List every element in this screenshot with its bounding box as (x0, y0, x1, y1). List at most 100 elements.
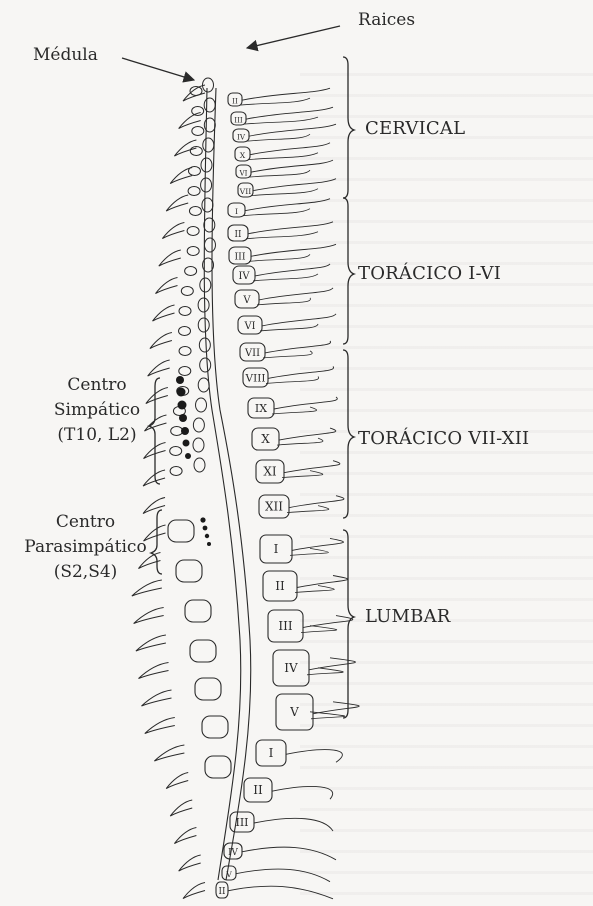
nerve-root (286, 750, 342, 763)
disc-oval (198, 378, 209, 392)
medula-arrow (122, 58, 194, 80)
disc-oval (179, 347, 191, 356)
vertebra-numeral: X (240, 151, 246, 160)
vertebral-process (170, 800, 192, 816)
vertebra-numeral: IV (238, 271, 250, 282)
intervertebral-group (170, 78, 216, 476)
nerve-root (253, 274, 318, 281)
disc-oval (170, 467, 182, 476)
vertebra-numeral: III (278, 619, 292, 633)
disc-oval (192, 107, 204, 116)
vertebra-numeral: II (235, 230, 242, 240)
disc-oval (193, 418, 204, 432)
nerve-root (251, 189, 318, 196)
vertebrae-group (132, 85, 313, 899)
nerve-root (240, 98, 310, 105)
disc-oval (188, 187, 200, 196)
lumbar-vertebra (168, 520, 194, 542)
nerve-root (272, 787, 333, 800)
nerve-center-dot (203, 526, 208, 531)
vertebral-process (145, 718, 175, 734)
disc-oval (189, 207, 201, 216)
raices-arrow (247, 26, 340, 48)
vertebral-process (134, 608, 164, 624)
vertebral-process (153, 305, 175, 321)
vertebral-process (183, 883, 205, 899)
medula-label: Médula (33, 45, 98, 65)
lumbar-vertebra (176, 560, 202, 582)
nerve-root (313, 702, 359, 714)
nerve-root (274, 397, 337, 409)
disc-oval (204, 238, 215, 252)
vertebral-process (139, 663, 169, 679)
disc-oval (193, 438, 204, 452)
vertebra-numeral: II (253, 783, 263, 797)
vertebra-numeral: XII (265, 500, 283, 514)
nerve-root (268, 366, 334, 378)
disc-oval (200, 358, 211, 372)
nerve-center-dot (185, 453, 191, 459)
nerve-root (242, 847, 336, 860)
nerve-center-dot (177, 388, 186, 397)
disc-oval (171, 427, 183, 436)
nerve-center-dot (207, 542, 211, 546)
vertebra-numeral: IV (237, 133, 246, 142)
vertebra-numeral: VII (244, 348, 260, 359)
disc-oval (199, 338, 210, 352)
vertebra-numeral: VI (239, 169, 248, 178)
region-toracico-vii-xii: TORÁCICO VII-XII (358, 428, 529, 449)
disc-oval (198, 318, 209, 332)
disc-oval (185, 267, 197, 276)
raices-label: Raices (358, 10, 415, 30)
disc-oval (190, 87, 202, 96)
disc-oval (203, 138, 214, 152)
vertebra-numeral: X (261, 432, 270, 446)
nerve-root (248, 153, 318, 160)
disc-oval (179, 367, 191, 376)
vertebral-process (174, 140, 196, 156)
vertebra-numeral: IV (228, 848, 238, 858)
vertebra-numeral: XI (263, 465, 277, 479)
vertebral-process (143, 470, 165, 486)
vertebra-numeral: II (232, 97, 238, 106)
disc-oval (202, 198, 213, 212)
vertebra-numeral: I (269, 746, 274, 760)
nerve-root (297, 576, 348, 588)
disc-oval (192, 127, 204, 136)
disc-oval (200, 278, 211, 292)
vertebra-numeral: V (242, 295, 251, 306)
centro-parasimpatico-label: Centro Parasimpático (S2,S4) (18, 510, 153, 585)
vertebra-numeral: II (275, 579, 285, 593)
nerve-roots-group (228, 88, 359, 899)
nerve-root (292, 538, 343, 550)
nerve-center-dot (178, 401, 187, 410)
vertebral-process (141, 690, 171, 706)
vertebral-process (162, 223, 184, 239)
disc-oval (201, 178, 212, 192)
vertebra-numeral: III (234, 116, 243, 125)
nerve-root (246, 107, 333, 119)
nerve-root (251, 160, 333, 172)
region-toracico-i-vi: TORÁCICO I-VI (358, 263, 501, 284)
nerve-center-dot (205, 534, 209, 538)
nerve-root (254, 818, 333, 831)
vertebra-numeral: V (225, 870, 232, 879)
nerve-root (259, 288, 333, 300)
region-lumbar: LUMBAR (365, 606, 451, 627)
centro-parasimpatico-line2: Parasimpático (18, 535, 153, 560)
vertebra-numeral: IX (255, 402, 267, 415)
vertebral-process (159, 250, 181, 266)
disc-oval (194, 458, 205, 472)
region-cervical: CERVICAL (365, 118, 465, 139)
nerve-root (310, 712, 345, 719)
nerve-root (228, 886, 333, 899)
nerve-root (242, 88, 330, 100)
centro-simpatico-line1: Centro (42, 373, 152, 398)
centro-simpatico-label: Centro Simpático (T10, L2) (42, 373, 152, 448)
vertebra-numeral: I (274, 542, 279, 556)
nerve-root (243, 209, 310, 216)
disc-oval (201, 158, 212, 172)
nerve-center-dot (183, 440, 190, 447)
disc-oval (204, 98, 215, 112)
